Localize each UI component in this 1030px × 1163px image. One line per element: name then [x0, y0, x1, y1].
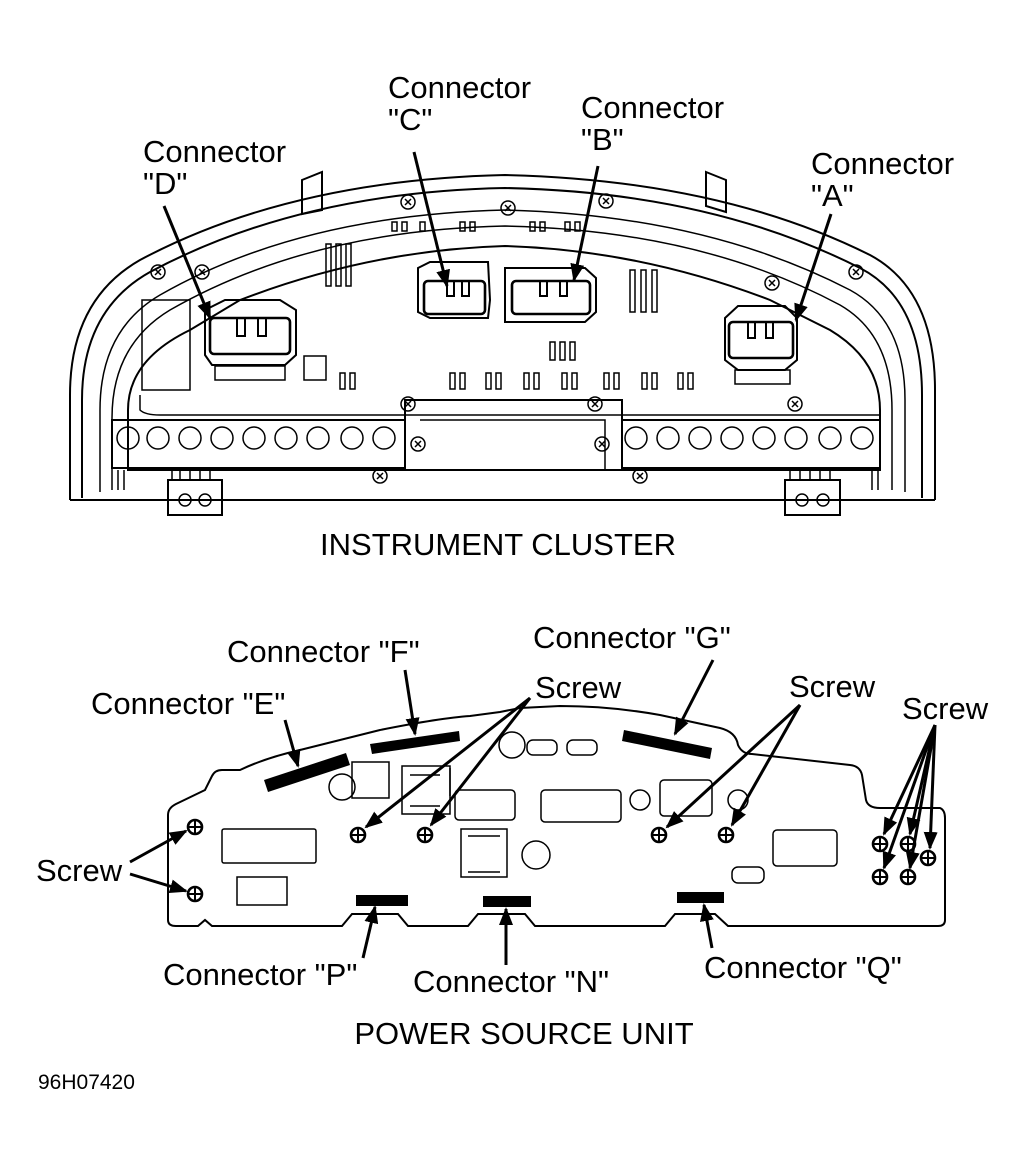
cluster-connector-a — [724, 305, 798, 385]
vent-slots — [325, 243, 658, 361]
pointer-connector-d — [162, 205, 212, 320]
pointer-screw-rc-1 — [665, 703, 802, 829]
psu-screws — [186, 818, 937, 903]
label-connector-d-line1: Connector — [143, 134, 286, 169]
label-connector-c-line2: "C" — [388, 102, 432, 137]
small-slots-mid — [339, 372, 694, 390]
label-connector-c-line1: Connector — [388, 70, 531, 105]
cluster-connector-c — [417, 261, 492, 319]
pointer-connector-q — [700, 903, 714, 949]
pointer-connector-g — [673, 659, 715, 736]
instrument-cluster: Connector "D" Connector "C" Connector "B… — [69, 70, 954, 562]
label-connector-n: Connector "N" — [413, 964, 609, 999]
gauge-holes-right — [624, 426, 874, 450]
label-connector-d-line2: "D" — [143, 166, 187, 201]
label-screw-right: Screw — [902, 691, 989, 726]
psu-connector-q — [677, 892, 724, 903]
label-connector-b-line1: Connector — [581, 90, 724, 125]
label-connector-e: Connector "E" — [91, 686, 285, 721]
label-connector-g: Connector "G" — [533, 620, 731, 655]
pointer-screw-rc-2 — [730, 704, 802, 827]
mount-tab-right — [784, 479, 841, 516]
label-screw-right-center: Screw — [789, 669, 876, 704]
label-connector-p: Connector "P" — [163, 957, 357, 992]
cluster-connector-d — [204, 299, 297, 381]
cluster-connector-b — [504, 267, 597, 323]
pointer-screw-left-1 — [129, 829, 188, 864]
pointer-connector-e — [283, 719, 301, 768]
label-connector-q: Connector "Q" — [704, 950, 902, 985]
label-screw-center: Screw — [535, 670, 622, 705]
pointer-connector-a — [794, 213, 833, 322]
pointer-screw-right-4 — [905, 724, 937, 870]
pointer-screw-left-2 — [129, 872, 188, 894]
psu-connector-f — [370, 731, 460, 754]
caption-power-source-unit: POWER SOURCE UNIT — [354, 1016, 693, 1051]
pointer-screw-center-2 — [429, 697, 532, 827]
psu-connector-p — [356, 895, 408, 906]
pointer-connector-b — [570, 165, 600, 282]
label-connector-f: Connector "F" — [227, 634, 420, 669]
psu-connector-n — [483, 896, 531, 907]
label-screw-left: Screw — [36, 853, 123, 888]
caption-instrument-cluster: INSTRUMENT CLUSTER — [320, 527, 676, 562]
pointer-screw-right-5 — [923, 724, 938, 850]
psu-connector-e — [264, 753, 350, 792]
pointer-screw-center-1 — [364, 696, 531, 829]
pointer-connector-p — [361, 905, 379, 959]
pointer-connector-f — [403, 669, 420, 736]
mount-tab-left — [167, 479, 223, 516]
pointer-screw-right-2 — [882, 724, 937, 870]
power-source-unit: Connector "E" Connector "F" Connector "G… — [36, 620, 989, 1051]
label-connector-a-line1: Connector — [811, 146, 954, 181]
figure-id: 96H07420 — [38, 1071, 135, 1094]
label-connector-a-line2: "A" — [811, 178, 854, 213]
pointer-screw-right-1 — [882, 724, 937, 836]
psu-connector-g — [622, 730, 712, 759]
label-connector-b-line2: "B" — [581, 122, 624, 157]
small-slots-top — [391, 221, 581, 232]
pointer-connector-c — [412, 151, 450, 288]
gauge-holes-left — [116, 426, 396, 450]
